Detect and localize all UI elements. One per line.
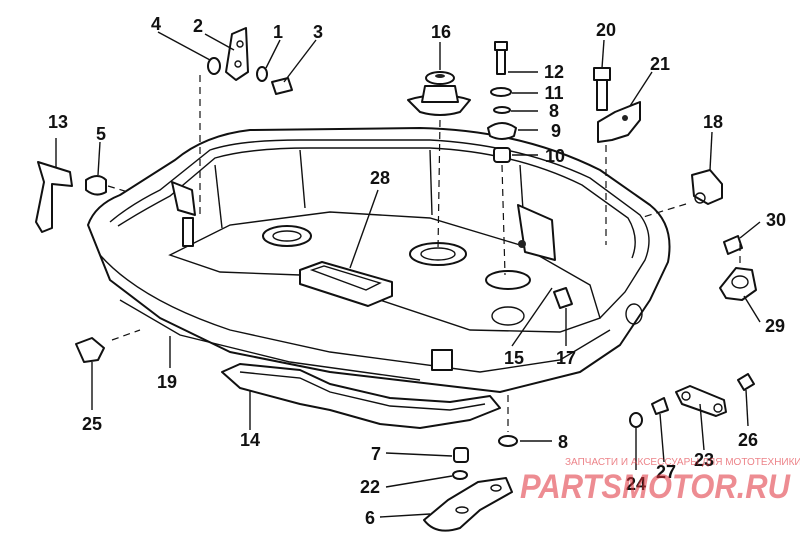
assembly-dashed-lines — [107, 75, 741, 432]
lever-and-bushing-13-5 — [35, 161, 107, 233]
part-label-23: 23 — [694, 450, 714, 470]
watermark-tagline: ЗАПЧАСТИ И АКСЕССУАРЫ ДЛЯ МОТОТЕХНИКИ — [565, 457, 800, 468]
part-label-13: 13 — [48, 112, 68, 132]
gasket-part-28 — [299, 261, 393, 307]
watermark-brand: PARTSMOTOR.RU — [520, 468, 791, 506]
lower-engine-cover — [87, 127, 671, 393]
part-label-3: 3 — [313, 22, 323, 42]
part-label-22: 22 — [360, 477, 380, 497]
latch-parts-1-2-3-4 — [207, 27, 293, 95]
washer-part-8 — [498, 435, 518, 447]
part-label-24: 24 — [626, 474, 646, 494]
part-label-20: 20 — [596, 20, 616, 40]
leader-lines — [55, 31, 761, 518]
bolt-and-bracket-20-21 — [593, 67, 641, 143]
fitting-part-25 — [75, 337, 105, 363]
part-label-30: 30 — [766, 210, 786, 230]
bracket-and-screws-6-7-22 — [423, 447, 513, 532]
fastener-stack-12-8-9-10-11 — [487, 41, 517, 163]
clamp-and-screw-29-30 — [719, 235, 757, 301]
part-label-11: 11 — [544, 83, 563, 103]
part-label-6: 6 — [365, 508, 375, 528]
part-label-8-lower: 8 — [558, 432, 568, 452]
screw-part-17 — [553, 287, 573, 309]
part-label-27: 27 — [656, 462, 676, 482]
part-label-14: 14 — [240, 430, 260, 450]
part-labels: 1 2 3 4 5 6 7 8 8 9 10 11 12 13 14 15 16… — [48, 14, 786, 528]
part-label-9: 9 — [551, 121, 561, 141]
part-label-17: 17 — [556, 348, 576, 368]
part-label-26: 26 — [738, 430, 758, 450]
part-label-4: 4 — [151, 14, 161, 34]
part-label-5: 5 — [96, 124, 106, 144]
part-label-16: 16 — [431, 22, 451, 42]
part-label-10: 10 — [545, 146, 565, 166]
part-label-7: 7 — [371, 444, 381, 464]
part-label-29: 29 — [765, 316, 785, 336]
grommet-part-16 — [407, 71, 471, 116]
part-label-28: 28 — [370, 168, 390, 188]
part-label-21: 21 — [650, 54, 670, 74]
part-label-18: 18 — [703, 112, 723, 132]
part-label-25: 25 — [82, 414, 102, 434]
part-label-15: 15 — [504, 348, 524, 368]
linkage-parts-23-24-26-27 — [629, 373, 755, 428]
seal-part-14 — [221, 363, 501, 429]
part-label-19: 19 — [157, 372, 177, 392]
fitting-part-18 — [691, 169, 723, 205]
part-label-1: 1 — [273, 22, 283, 42]
watermark: ЗАПЧАСТИ И АКСЕССУАРЫ ДЛЯ МОТОТЕХНИКИ PA… — [520, 457, 800, 506]
part-label-8-upper: 8 — [549, 101, 559, 121]
part-label-12: 12 — [544, 62, 564, 82]
part-label-2: 2 — [193, 16, 203, 36]
